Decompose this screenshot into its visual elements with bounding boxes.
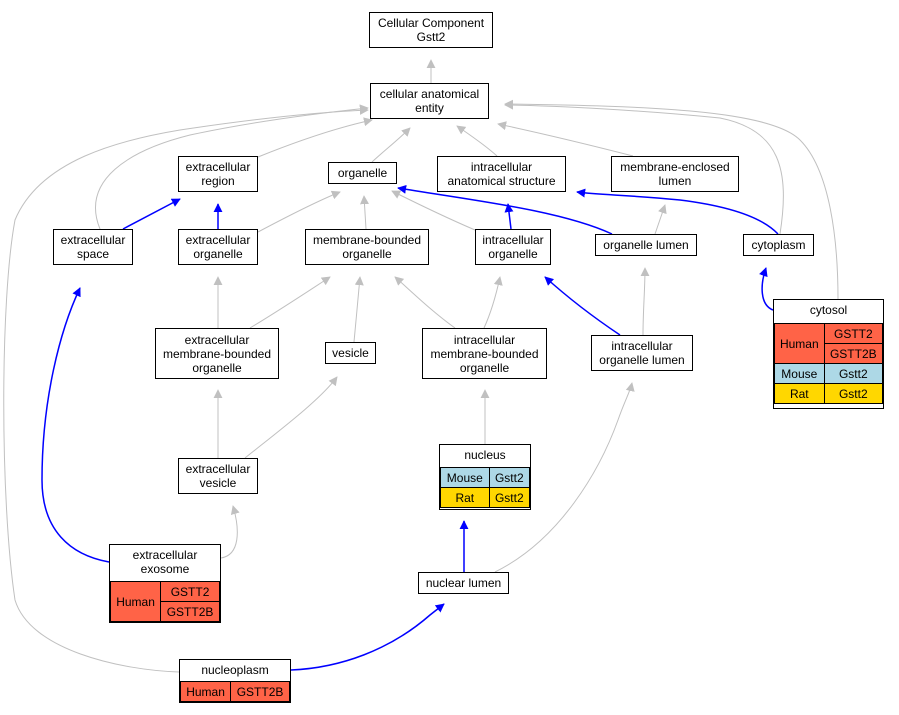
edge-imbo-to-mbo — [394, 276, 456, 329]
gene-cell: GSTT2B — [160, 601, 220, 622]
node-label: membrane-bounded organelle — [312, 233, 422, 261]
species-cell: Human — [179, 681, 232, 702]
gene-cell: Gstt2 — [823, 383, 884, 404]
node-label: intracellular membrane-bounded organelle — [430, 332, 539, 375]
edge-io-to-ias — [504, 203, 514, 230]
node-cytoplasm[interactable]: cytoplasm — [743, 234, 814, 256]
gene-table: Human GSTT2 GSTT2B — [109, 581, 220, 622]
node-label: cellular anatomical entity — [379, 87, 480, 115]
node-membrane-bounded-organelle[interactable]: membrane-bounded organelle — [305, 229, 429, 265]
edge-mbo-to-org — [359, 195, 369, 230]
node-intracellular-organelle[interactable]: intracellular organelle — [475, 229, 551, 265]
edge-ias-to-cae — [456, 125, 498, 157]
species-cell: Rat — [774, 383, 825, 404]
edge-cyt-to-cae — [504, 100, 784, 235]
edge-exo-to-ev — [220, 505, 240, 559]
node-label: extracellular space — [60, 233, 126, 261]
edge-es-to-er — [122, 198, 181, 230]
edge-nl-to-iol — [494, 382, 635, 573]
node-extracellular-vesicle[interactable]: extracellular vesicle — [178, 458, 258, 494]
gene-cell: GSTT2B — [230, 681, 290, 702]
node-extracellular-space[interactable]: extracellular space — [53, 229, 133, 265]
gene-table: Human GSTT2B — [179, 681, 290, 702]
edge-ves-to-mbo — [353, 276, 364, 343]
edge-iol-to-ol — [640, 267, 650, 336]
node-extracellular-exosome[interactable]: extracellular exosome Human GSTT2 GSTT2B — [109, 544, 221, 623]
gene-cell: GSTT2 — [823, 323, 884, 344]
species-cell: Human — [774, 323, 825, 364]
gene-cell: Gstt2 — [488, 467, 531, 488]
node-label: nucleoplasm — [201, 663, 269, 677]
node-label: extracellular exosome — [132, 548, 198, 576]
node-cytosol[interactable]: cytosol Human GSTT2 GSTT2B Mouse Gstt2 R… — [773, 299, 884, 409]
gene-cell: Gstt2 — [823, 363, 884, 384]
node-label: extracellular region — [185, 160, 251, 188]
edge-exo-to-es — [41, 287, 110, 563]
edge-mel-to-cae — [497, 121, 634, 157]
node-membrane-enclosed-lumen[interactable]: membrane-enclosed lumen — [611, 156, 739, 192]
edge-cytosol-to-cae — [504, 99, 839, 300]
gene-table: Mouse Gstt2 Rat Gstt2 — [440, 467, 531, 508]
node-extracellular-region[interactable]: extracellular region — [178, 156, 258, 192]
node-label: nuclear lumen — [425, 576, 502, 590]
edge-embo-to-mbo — [249, 276, 331, 329]
node-nucleus[interactable]: nucleus Mouse Gstt2 Rat Gstt2 — [439, 444, 531, 510]
edge-imbo-to-io — [483, 276, 503, 329]
species-cell: Mouse — [440, 467, 490, 488]
node-vesicle[interactable]: vesicle — [325, 342, 376, 364]
node-label: cytosol — [809, 303, 848, 317]
edge-org-to-cae — [371, 127, 411, 163]
node-label: intracellular organelle — [482, 233, 544, 261]
node-label: extracellular vesicle — [185, 462, 251, 490]
node-label: organelle lumen — [603, 238, 689, 252]
node-label: intracellular organelle lumen — [599, 339, 685, 367]
node-intracellular-anatomical-structure[interactable]: intracellular anatomical structure — [437, 156, 566, 192]
node-label: membrane-enclosed lumen — [620, 160, 730, 188]
gene-cell: Gstt2 — [488, 487, 531, 508]
edge-ol-to-org — [397, 184, 613, 235]
node-extracellular-membrane-bounded-organelle[interactable]: extracellular membrane-bounded organelle — [155, 328, 279, 379]
node-intracellular-membrane-bounded-organelle[interactable]: intracellular membrane-bounded organelle — [422, 328, 547, 379]
node-cellular-anatomical-entity[interactable]: cellular anatomical entity — [370, 83, 489, 119]
edge-er-to-cae — [257, 117, 373, 158]
edge-np-to-cae — [3, 105, 369, 673]
edge-cytosol-to-cyt — [759, 267, 774, 311]
node-label: cytoplasm — [751, 238, 806, 252]
node-label: vesicle — [332, 346, 369, 360]
edge-iol-to-io — [544, 276, 621, 336]
node-label: extracellular membrane-bounded organelle — [162, 332, 272, 375]
node-label: organelle — [337, 166, 388, 180]
edge-cyt-to-ias — [576, 188, 779, 235]
node-label: Cellular Component Gstt2 — [377, 16, 485, 44]
node-intracellular-organelle-lumen[interactable]: intracellular organelle lumen — [591, 335, 693, 371]
node-organelle-lumen[interactable]: organelle lumen — [595, 234, 697, 256]
edge-eo-to-org — [257, 190, 341, 233]
edge-ol-to-mel — [654, 204, 667, 235]
species-cell: Mouse — [774, 363, 825, 384]
node-label: extracellular organelle — [185, 233, 251, 261]
edge-ev-to-ves — [244, 376, 338, 459]
node-nucleoplasm[interactable]: nucleoplasm Human GSTT2B — [179, 659, 291, 703]
species-cell: Human — [109, 581, 162, 622]
gene-table: Human GSTT2 GSTT2B Mouse Gstt2 Rat Gstt2 — [774, 323, 884, 404]
node-label: intracellular anatomical structure — [447, 160, 556, 188]
node-extracellular-organelle[interactable]: extracellular organelle — [178, 229, 258, 265]
node-label: nucleus — [464, 448, 506, 462]
edge-np-to-nl — [290, 603, 445, 671]
gene-cell: GSTT2 — [160, 581, 220, 602]
edge-io-to-org — [391, 190, 476, 231]
node-cellular-component-gstt2[interactable]: Cellular Component Gstt2 — [369, 12, 493, 48]
gene-cell: GSTT2B — [823, 343, 884, 364]
species-cell: Rat — [440, 487, 490, 508]
node-organelle[interactable]: organelle — [328, 162, 397, 184]
node-nuclear-lumen[interactable]: nuclear lumen — [418, 572, 509, 594]
